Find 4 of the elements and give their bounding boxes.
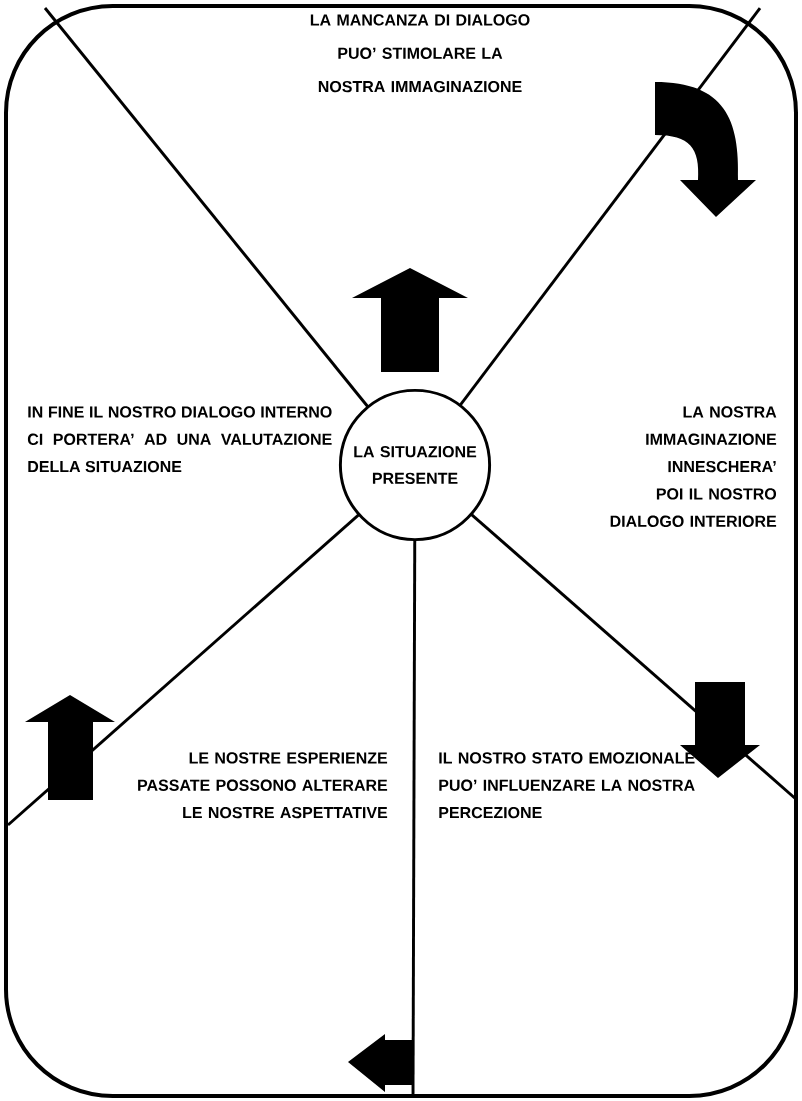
sector-text: LE NOSTRE ESPERIENZE PASSATE POSSONO ALTERARE LE NOSTRE ASPETTATIVE	[138, 752, 388, 819]
sector-text: IL NOSTRO STATO EMOZIONALE PUO’ INFLUENZARE LA NOSTRA PERCEZIONE	[439, 752, 695, 819]
sector-text: LA MANCANZA DI DIALOGO PUO’ STIMOLARE LA NOSTRA IMMAGINAZIONE	[310, 14, 530, 93]
sector-text: LA NOSTRA IMMAGINAZIONE INNESCHERA’ POI IL NOSTRO DIALOGO INTERIORE	[610, 406, 777, 527]
